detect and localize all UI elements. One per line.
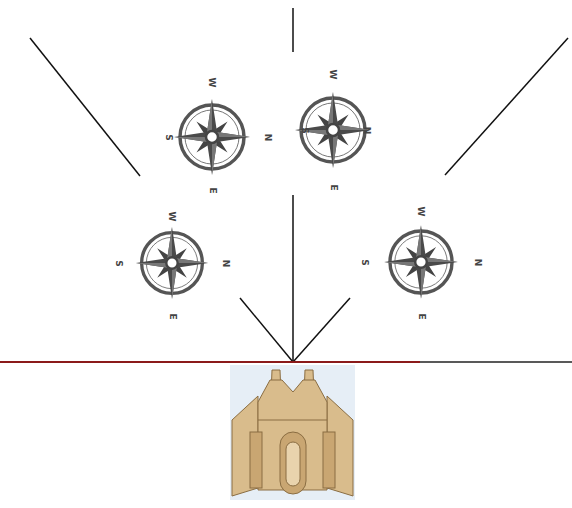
compass-letter: E	[168, 313, 177, 319]
compass-rose	[174, 99, 250, 175]
compass-letter: N	[362, 126, 371, 134]
compass-letter: E	[329, 184, 338, 190]
compass-letter: W	[329, 69, 338, 79]
compass-letter: E	[417, 313, 426, 319]
compass-letter: N	[473, 258, 482, 266]
compass-rose	[384, 225, 458, 299]
compass-rose	[136, 227, 208, 299]
horizon-line	[420, 361, 572, 363]
compass-letter: S	[113, 260, 122, 266]
compass-letter: N	[263, 133, 272, 141]
sight-lines	[30, 8, 568, 362]
horizon-line	[0, 361, 420, 363]
compass-letter: W	[208, 77, 217, 87]
compass-rose	[295, 92, 371, 168]
compass-letter: N	[221, 259, 230, 267]
compass-letter: W	[168, 211, 177, 221]
compass-letter: S	[163, 134, 172, 140]
compass-letter: W	[417, 206, 426, 216]
compass-letter: E	[208, 187, 217, 193]
compass-letter: S	[299, 127, 308, 133]
compass-letter: S	[359, 259, 368, 265]
spaceship	[230, 365, 355, 500]
